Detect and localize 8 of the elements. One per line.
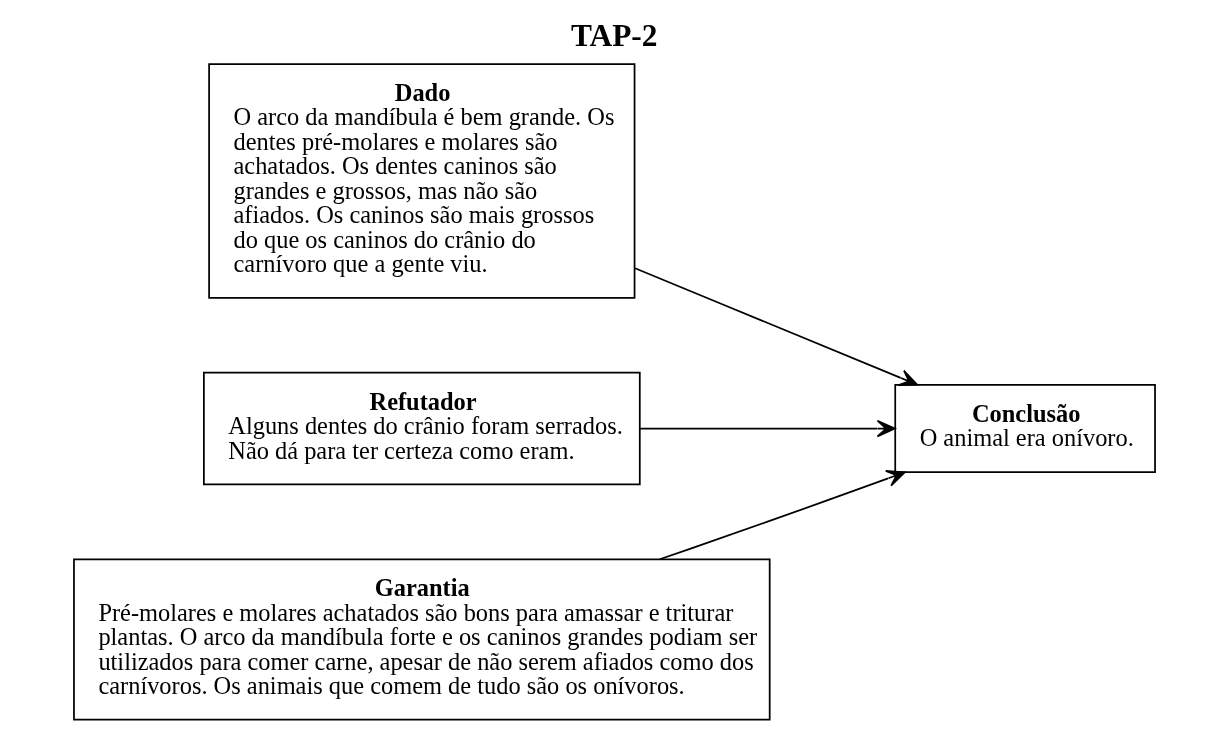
node-box: Refutador Alguns dentes do crânio foram serrados. Não dá para ter certeza como eram. <box>203 371 641 486</box>
diagram-title: TAP-2 <box>570 17 658 53</box>
arrow <box>639 419 896 438</box>
arrow <box>634 267 918 387</box>
arrow <box>658 470 906 561</box>
node-box: Dado O arco da mandíbula é bem grande. Os dentes pré-molares e molares são achatados. Os dentes caninos são grandes e grossos, mas não são afiados. Os caninos são mais grossos do que os caninos do crânio do carnívoro que a gente viu. <box>208 63 636 299</box>
node-box: Conclusão O animal era onívoro. <box>894 384 1156 473</box>
node-box: Garantia Pré-molares e molares achatados são bons para amassar e triturar plantas. O arco da mandíbula forte e os caninos grandes podiam ser utilizados para comer carne, apesar de não serem afiados como dos carnívoros. Os animais que comem de tudo são os onívoros. <box>73 558 771 721</box>
